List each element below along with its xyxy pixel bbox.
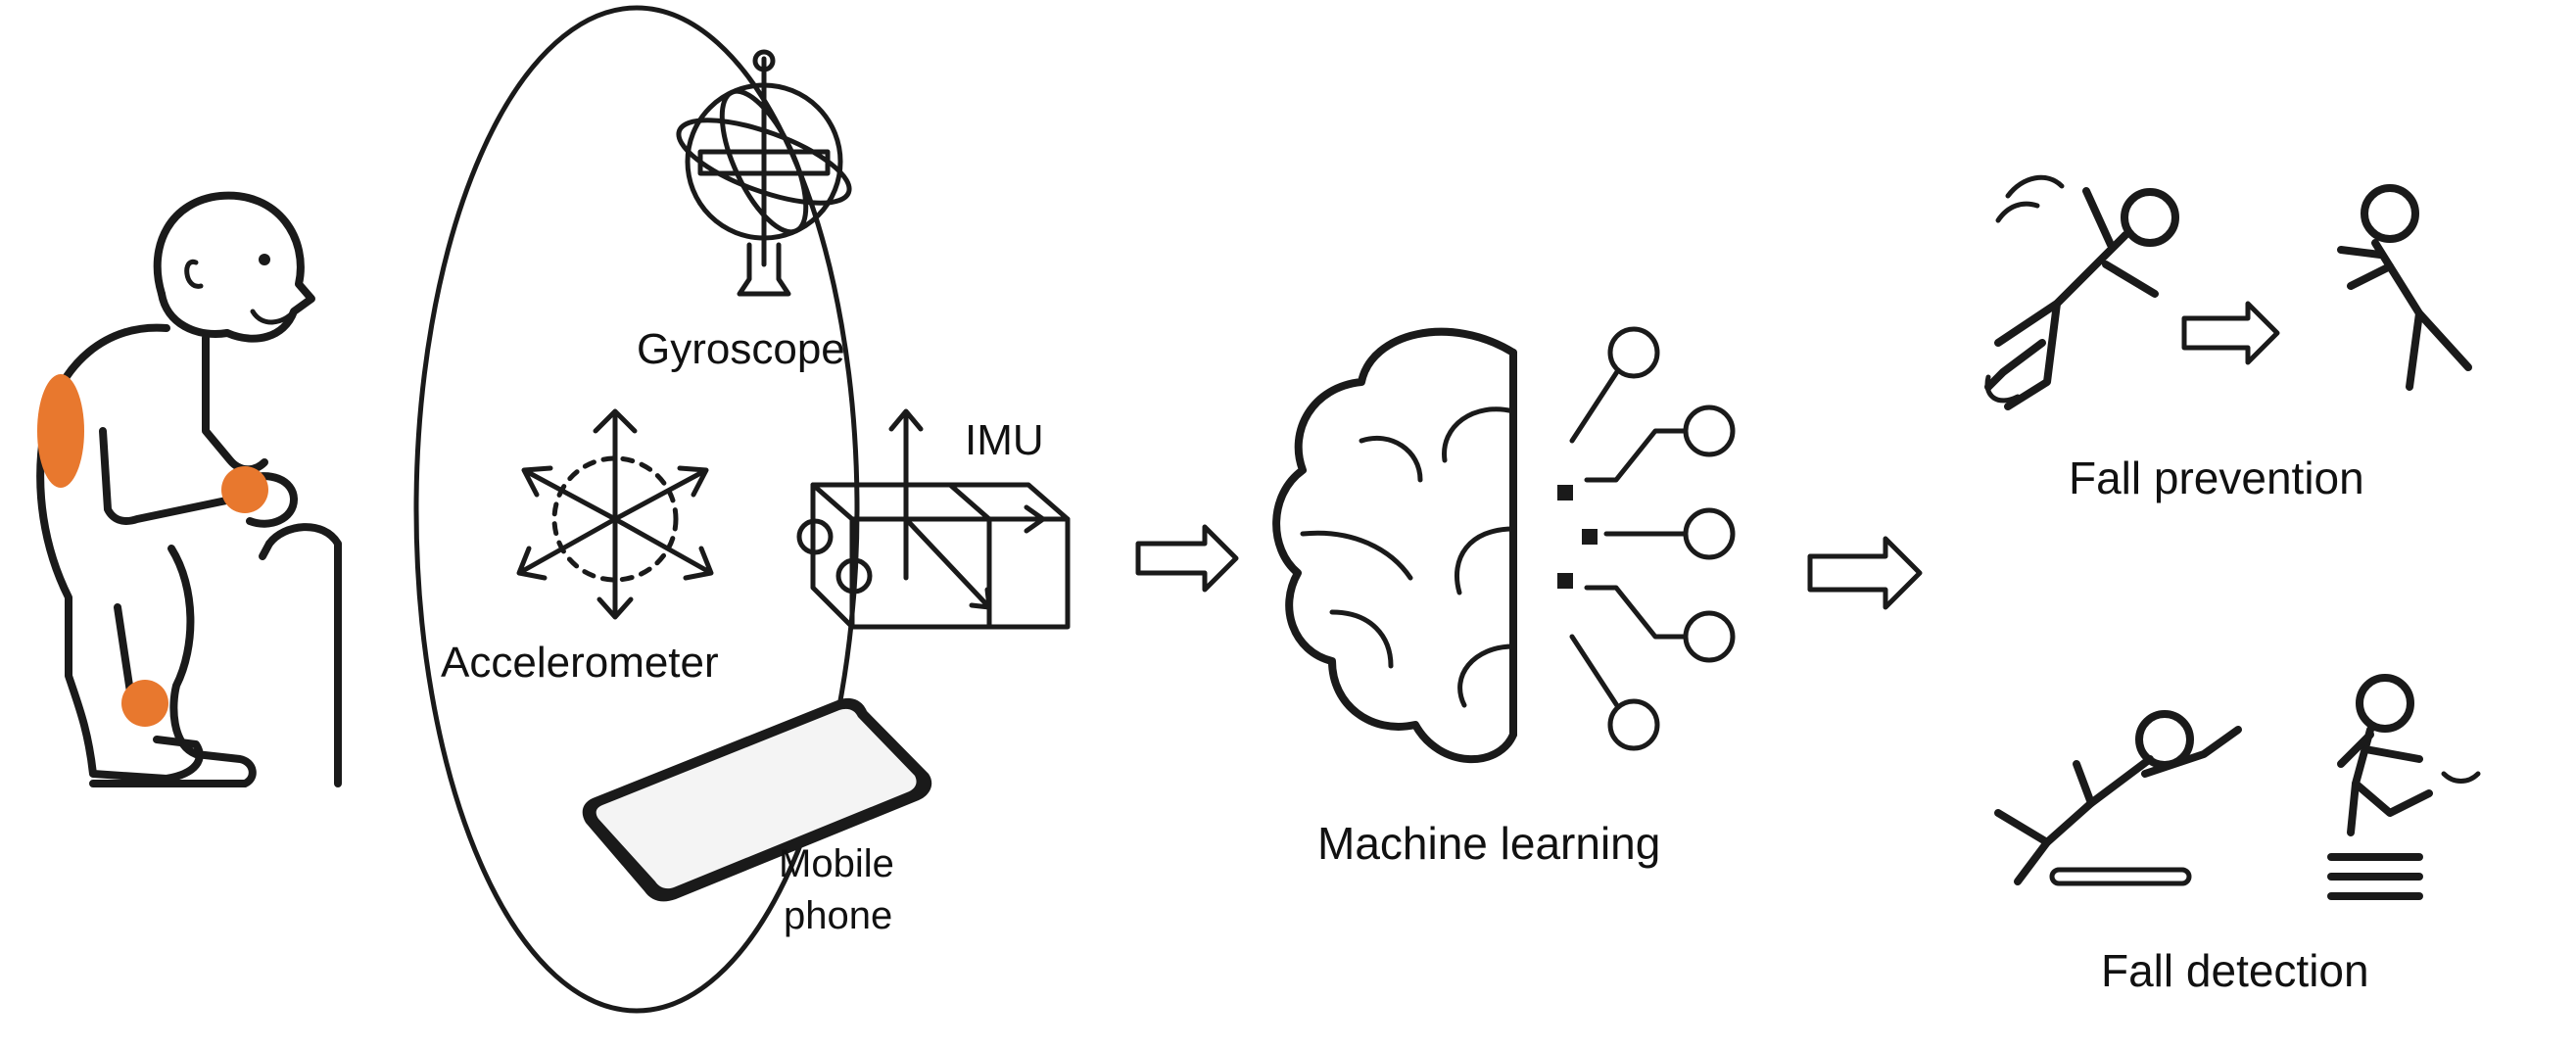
right-arrow-icon xyxy=(2181,301,2280,365)
sensor-marker-knee xyxy=(121,680,168,727)
brain-circuit-icon xyxy=(1272,326,1736,764)
person-falling-icon xyxy=(1994,710,2242,886)
sensor-marker-waist xyxy=(37,374,84,488)
fall-detection-label: Fall detection xyxy=(2101,945,2369,996)
mobile-phone-label-line1: Mobile xyxy=(779,842,894,885)
gyroscope-label: Gyroscope xyxy=(637,325,845,373)
right-arrow-icon xyxy=(1135,524,1239,593)
right-arrow-icon xyxy=(1807,536,1923,610)
gyroscope-icon xyxy=(676,49,852,297)
sensor-marker-wrist xyxy=(221,466,268,513)
imu-icon xyxy=(796,408,1071,630)
sensor-group-ellipse xyxy=(413,5,860,1014)
machine-learning-label: Machine learning xyxy=(1317,818,1661,869)
accelerometer-label: Accelerometer xyxy=(441,639,719,687)
mobile-phone-icon xyxy=(582,697,932,902)
person-fallen-icon xyxy=(2327,674,2481,900)
imu-label: IMU xyxy=(965,416,1044,464)
elderly-person-with-cane-icon xyxy=(36,191,342,787)
mobile-phone-label-line2: phone xyxy=(784,894,893,937)
accelerometer-icon xyxy=(516,408,714,620)
person-recovering-icon xyxy=(2337,184,2472,391)
fall-prevention-label: Fall prevention xyxy=(2069,453,2364,503)
person-slipping-icon xyxy=(1984,174,2179,410)
